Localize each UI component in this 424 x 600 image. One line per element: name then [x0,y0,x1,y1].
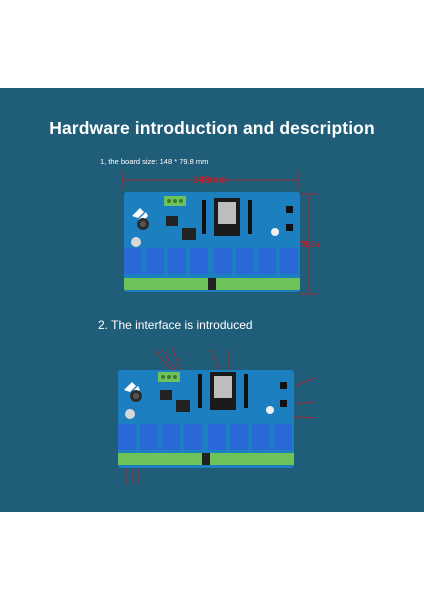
relay [214,248,232,274]
board-size-diagram: 148mm 79.8mm [121,170,320,295]
relay [190,248,208,274]
relay [208,424,226,450]
relay [146,248,164,274]
interface-diagram [118,347,316,484]
width-dimension [121,170,299,190]
terminal-block-right [214,278,300,290]
relay [252,424,270,450]
power-led [271,228,279,236]
height-label: 79.8mm [299,240,320,249]
relay [258,248,276,274]
relay [168,248,186,274]
terminal-block-left [118,453,204,465]
boot-button [280,400,287,407]
regulator-chip [160,390,172,400]
capacitor [125,409,135,419]
driver-chip [182,228,196,240]
pin-header [198,374,202,408]
height-dimension [300,193,318,295]
boot-button [286,224,293,231]
relay [162,424,180,450]
interface-caption: 2. The interface is introduced [98,318,253,332]
power-led [266,406,274,414]
board-size-caption: 1, the board size: 148 * 79.8 mm [100,157,209,166]
relay [184,424,202,450]
relay [140,424,158,450]
page-title: Hardware introduction and description [49,118,375,138]
reset-button [286,206,293,213]
capacitor [131,237,141,247]
relay [236,248,254,274]
width-label: 148mm [193,175,228,186]
driver-chip [176,400,190,412]
regulator-chip [166,216,178,226]
terminal-block-right [208,453,294,465]
bottom-callouts [125,465,139,484]
relay [124,248,142,274]
relay-row [124,248,298,274]
relay [280,248,298,274]
relay [274,424,292,450]
terminal-block-left [124,278,210,290]
reset-button [280,382,287,389]
relay [118,424,136,450]
relay [230,424,248,450]
relay-row [118,424,292,450]
pcb [124,192,300,292]
pin-header [202,200,206,234]
